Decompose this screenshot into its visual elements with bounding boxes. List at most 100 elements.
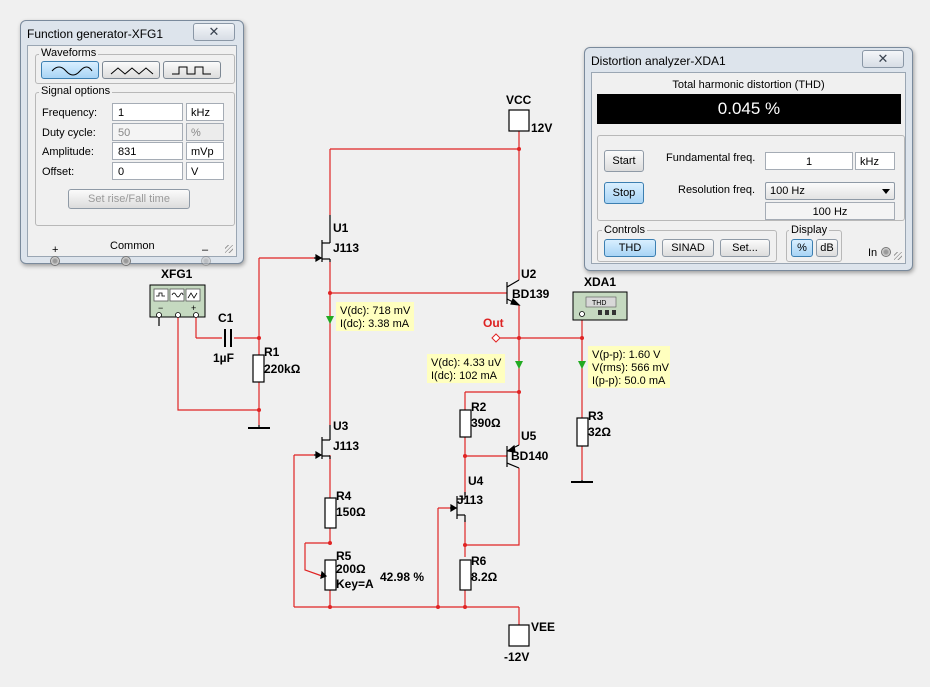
in-terminal-label: In: [868, 247, 878, 259]
fundamental-freq-label: Fundamental freq.: [666, 152, 756, 164]
vcc-label: VCC: [506, 93, 532, 107]
analysis-group: Start Stop Fundamental freq. 1 kHz Resol…: [597, 135, 905, 221]
probe-1[interactable]: V(dc): 718 mV I(dc): 3.38 mA: [326, 302, 414, 331]
resolution-freq-select[interactable]: 100 Hz: [765, 182, 895, 200]
svg-text:+: +: [191, 303, 196, 313]
minus-terminal-icon[interactable]: [201, 256, 211, 266]
u4-jfet: [450, 492, 466, 522]
r1-value: 220kΩ: [264, 362, 301, 376]
function-generator-body: Waveforms Signal options Frequency: 1 kH…: [27, 45, 237, 266]
labels: VCC 12V VEE -12V XFG1 XDA1 Out U1 J113 U…: [161, 93, 616, 664]
start-button[interactable]: Start: [604, 150, 644, 172]
db-button[interactable]: dB: [816, 239, 838, 257]
r5-ref: R5: [336, 549, 352, 563]
probe-3[interactable]: V(p-p): 1.60 V V(rms): 566 mV I(p-p): 50…: [578, 346, 670, 388]
function-generator-window[interactable]: Function generator-XFG1 ✕ Waveforms Sign…: [20, 20, 244, 266]
u2-part: BD139: [512, 287, 550, 301]
sinad-button[interactable]: SINAD: [662, 239, 714, 257]
resize-grip-icon[interactable]: [894, 252, 902, 260]
vee-value: -12V: [504, 650, 529, 664]
set-rise-fall-button[interactable]: Set rise/Fall time: [68, 189, 190, 209]
frequency-label: Frequency:: [42, 107, 98, 119]
ground-1: [248, 425, 270, 429]
duty-cycle-input[interactable]: 50: [112, 123, 183, 141]
close-icon[interactable]: ✕: [193, 23, 235, 41]
out-connector[interactable]: [491, 333, 501, 343]
thd-header: Total harmonic distortion (THD): [672, 79, 825, 91]
distortion-analyzer-title: Distortion analyzer-XDA1: [591, 54, 726, 68]
triangle-wave-icon: [110, 67, 154, 75]
common-terminal-label: Common: [110, 240, 155, 252]
u4-ref: U4: [468, 474, 484, 488]
close-icon[interactable]: ✕: [862, 50, 904, 68]
vee-source: [508, 624, 530, 647]
out-label: Out: [483, 316, 504, 330]
square-wave-button[interactable]: [163, 61, 221, 79]
ground-2: [571, 480, 593, 483]
u1-ref: U1: [333, 221, 349, 235]
offset-input[interactable]: 0: [112, 162, 183, 180]
r2-resistor: [459, 409, 472, 438]
fundamental-freq-input[interactable]: 1: [765, 152, 853, 170]
in-terminal-icon[interactable]: [881, 247, 891, 257]
xfg1-instrument[interactable]: − +: [149, 284, 206, 318]
sine-wave-icon: [51, 66, 93, 76]
u3-jfet: [314, 425, 331, 460]
amplitude-unit[interactable]: mVp: [186, 142, 224, 160]
frequency-unit[interactable]: kHz: [186, 103, 224, 121]
chevron-down-icon: [882, 189, 890, 194]
set-button[interactable]: Set...: [720, 239, 770, 257]
function-generator-title: Function generator-XFG1: [27, 27, 164, 41]
probe-2[interactable]: V(dc): 4.33 uV I(dc): 102 mA: [427, 354, 523, 383]
r1-resistor: [252, 354, 265, 383]
xda1-instrument[interactable]: THD: [572, 291, 628, 321]
vee-label: VEE: [531, 620, 555, 634]
c1-value: 1µF: [213, 351, 234, 365]
percent-button[interactable]: %: [791, 239, 813, 257]
r4-value: 150Ω: [336, 505, 366, 519]
r3-ref: R3: [588, 409, 604, 423]
r5-key: Key=A: [336, 577, 374, 591]
probe-2-current: I(dc): 102 mA: [431, 370, 498, 382]
offset-unit[interactable]: V: [186, 162, 224, 180]
square-wave-icon: [172, 66, 211, 75]
duty-cycle-unit[interactable]: %: [186, 123, 224, 141]
xda1-label: XDA1: [584, 275, 616, 289]
probe-3-vrms: V(rms): 566 mV: [592, 362, 670, 374]
amplitude-input[interactable]: 831: [112, 142, 183, 160]
offset-label: Offset:: [42, 166, 75, 178]
plus-terminal-icon[interactable]: [50, 256, 60, 266]
u3-part: J113: [333, 439, 359, 453]
u2-bjt: [506, 279, 521, 306]
r5-setting: 42.98 %: [380, 570, 424, 584]
r2-value: 390Ω: [471, 416, 501, 430]
stop-button[interactable]: Stop: [604, 182, 644, 204]
triangle-wave-button[interactable]: [102, 61, 160, 79]
resize-grip-icon[interactable]: [225, 245, 233, 253]
common-terminal-icon[interactable]: [121, 256, 131, 266]
r6-value: 8.2Ω: [471, 570, 498, 584]
u1-part: J113: [333, 241, 359, 255]
components: [158, 109, 593, 647]
probe-3-ipp: I(p-p): 50.0 mA: [592, 375, 666, 387]
probe-2-voltage: V(dc): 4.33 uV: [431, 357, 502, 369]
display-legend: Display: [789, 224, 830, 236]
fundamental-freq-unit[interactable]: kHz: [855, 152, 895, 170]
waveforms-legend: Waveforms: [39, 47, 99, 59]
r1-ref: R1: [264, 345, 280, 359]
vcc-value: 12V: [531, 121, 552, 135]
xda-icon-text: THD: [592, 300, 606, 307]
sine-wave-button[interactable]: [41, 61, 99, 79]
controls-legend: Controls: [602, 224, 647, 236]
frequency-input[interactable]: 1: [112, 103, 183, 121]
distortion-analyzer-window[interactable]: Distortion analyzer-XDA1 ✕ Total harmoni…: [584, 47, 913, 271]
amplitude-label: Amplitude:: [42, 146, 94, 158]
svg-text:−: −: [158, 303, 163, 313]
r6-resistor: [459, 559, 472, 591]
r3-value: 32Ω: [588, 425, 611, 439]
thd-button[interactable]: THD: [604, 239, 656, 257]
resolution-freq-selected: 100 Hz: [770, 185, 805, 197]
r2-ref: R2: [471, 400, 487, 414]
plus-terminal-label: +: [52, 244, 59, 256]
